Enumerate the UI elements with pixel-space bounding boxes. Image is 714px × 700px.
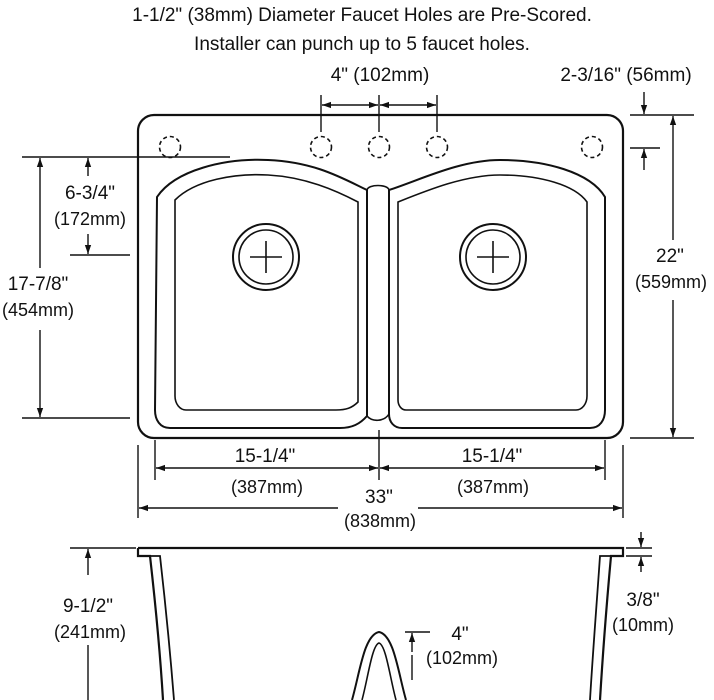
overall-width-label: 33" xyxy=(365,487,393,508)
divider-height-label: 4" xyxy=(451,624,468,645)
faucet-spacing-label: 4" (102mm) xyxy=(331,65,430,86)
header-note-line-1: 1-1/2" (38mm) Diameter Faucet Holes are … xyxy=(132,5,592,26)
overall-length-dimension: 22" (559mm) xyxy=(630,116,707,439)
left-bowl-width-metric: (387mm) xyxy=(231,477,303,497)
faucet-setback-label: 2-3/16" (56mm) xyxy=(560,65,691,86)
overall-width-metric: (838mm) xyxy=(344,511,416,531)
sink-section-view xyxy=(136,546,625,700)
faucet-hole-icon xyxy=(425,135,449,159)
bowl-top-offset-metric: (172mm) xyxy=(54,209,126,229)
section-divider xyxy=(351,630,407,700)
right-bowl-inner-outline xyxy=(397,174,588,411)
right-bowl-width-label: 15-1/4" xyxy=(462,446,523,467)
left-bowl-inner-outline xyxy=(174,173,359,411)
sink-deck-outline xyxy=(136,113,625,440)
deck-thickness-label: 3/8" xyxy=(626,590,659,611)
faucet-setback-dimension: 2-3/16" (56mm) xyxy=(560,65,694,170)
faucet-hole-icon xyxy=(309,135,333,159)
section-inner-profile xyxy=(150,555,611,700)
left-bowl-outline xyxy=(153,158,368,429)
bowl-depth-dimension: 9-1/2" (241mm) xyxy=(54,547,136,700)
faucet-hole-icon xyxy=(367,135,391,159)
divider-height-dimension: 4" (102mm) xyxy=(405,624,498,680)
faucet-hole-icon xyxy=(580,135,604,159)
overall-length-metric: (559mm) xyxy=(635,272,707,292)
right-bowl-outline xyxy=(388,158,606,429)
bowl-length-dimension: 17-7/8" (454mm) xyxy=(2,158,130,419)
sink-top-view xyxy=(136,113,625,440)
bowl-length-label: 17-7/8" xyxy=(8,274,69,295)
deck-thickness-dimension: 3/8" (10mm) xyxy=(612,532,674,635)
bowl-depth-label: 9-1/2" xyxy=(63,596,113,617)
left-drain xyxy=(232,223,300,291)
bowl-top-offset-dimension: 6-3/4" (172mm) xyxy=(22,156,230,256)
width-dimensions: 15-1/4" (387mm) 15-1/4" (387mm) 33" (838… xyxy=(137,430,624,531)
left-bowl-width-label: 15-1/4" xyxy=(235,446,296,467)
bowl-divider xyxy=(366,184,390,422)
faucet-hole-icon xyxy=(158,135,182,159)
bowl-depth-metric: (241mm) xyxy=(54,622,126,642)
section-outer-profile xyxy=(136,546,625,700)
overall-length-label: 22" xyxy=(656,246,684,267)
bowl-top-offset-label: 6-3/4" xyxy=(65,183,115,204)
right-drain xyxy=(459,223,527,291)
right-bowl-width-metric: (387mm) xyxy=(457,477,529,497)
bowl-length-metric: (454mm) xyxy=(2,300,74,320)
deck-thickness-metric: (10mm) xyxy=(612,615,674,635)
header-note-line-2: Installer can punch up to 5 faucet holes… xyxy=(194,34,530,55)
faucet-holes xyxy=(158,135,604,159)
faucet-spacing-dimension: 4" (102mm) xyxy=(320,65,438,132)
divider-height-metric: (102mm) xyxy=(426,648,498,668)
